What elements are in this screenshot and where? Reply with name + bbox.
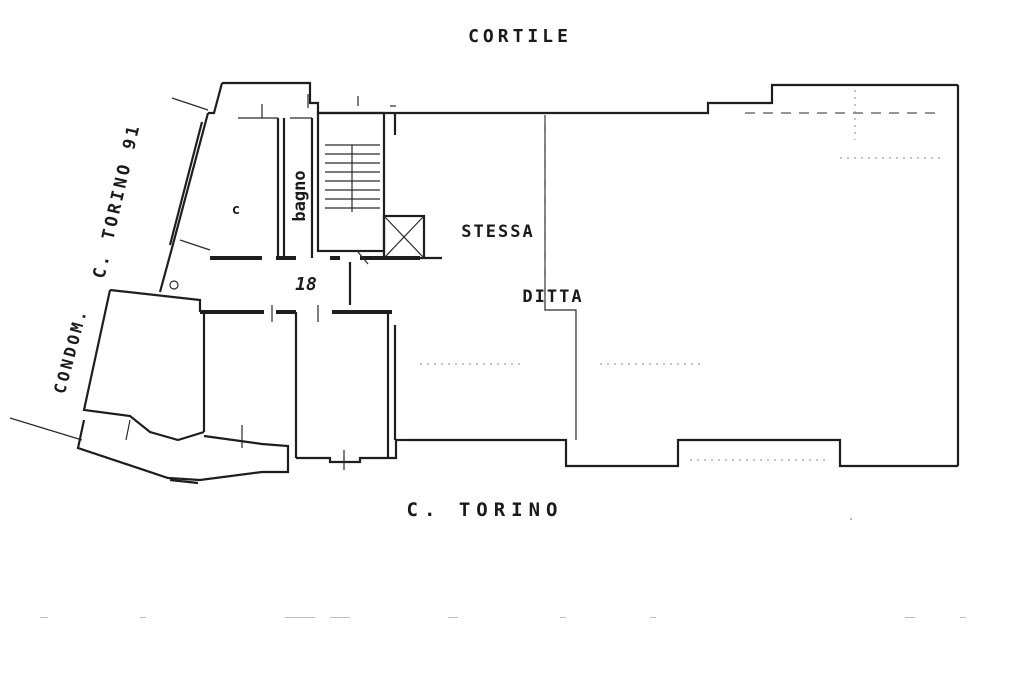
label-corso-torino-91: C. TORINO 91	[90, 121, 145, 280]
label-corso-torino: C. TORINO	[407, 499, 564, 521]
label-unit-number: 18	[295, 274, 317, 295]
label-cucina: c	[232, 202, 240, 218]
scan-noise	[40, 518, 966, 618]
label-ditta: DITTA	[522, 287, 583, 307]
label-condominio: CONDOM.	[50, 305, 91, 395]
label-stessa: STESSA	[461, 222, 534, 242]
apartment-18-outline	[9, 81, 442, 485]
adjacent-premises-outline	[395, 83, 960, 468]
label-cortile: CORTILE	[468, 26, 572, 47]
label-bagno: bagno	[290, 170, 310, 221]
